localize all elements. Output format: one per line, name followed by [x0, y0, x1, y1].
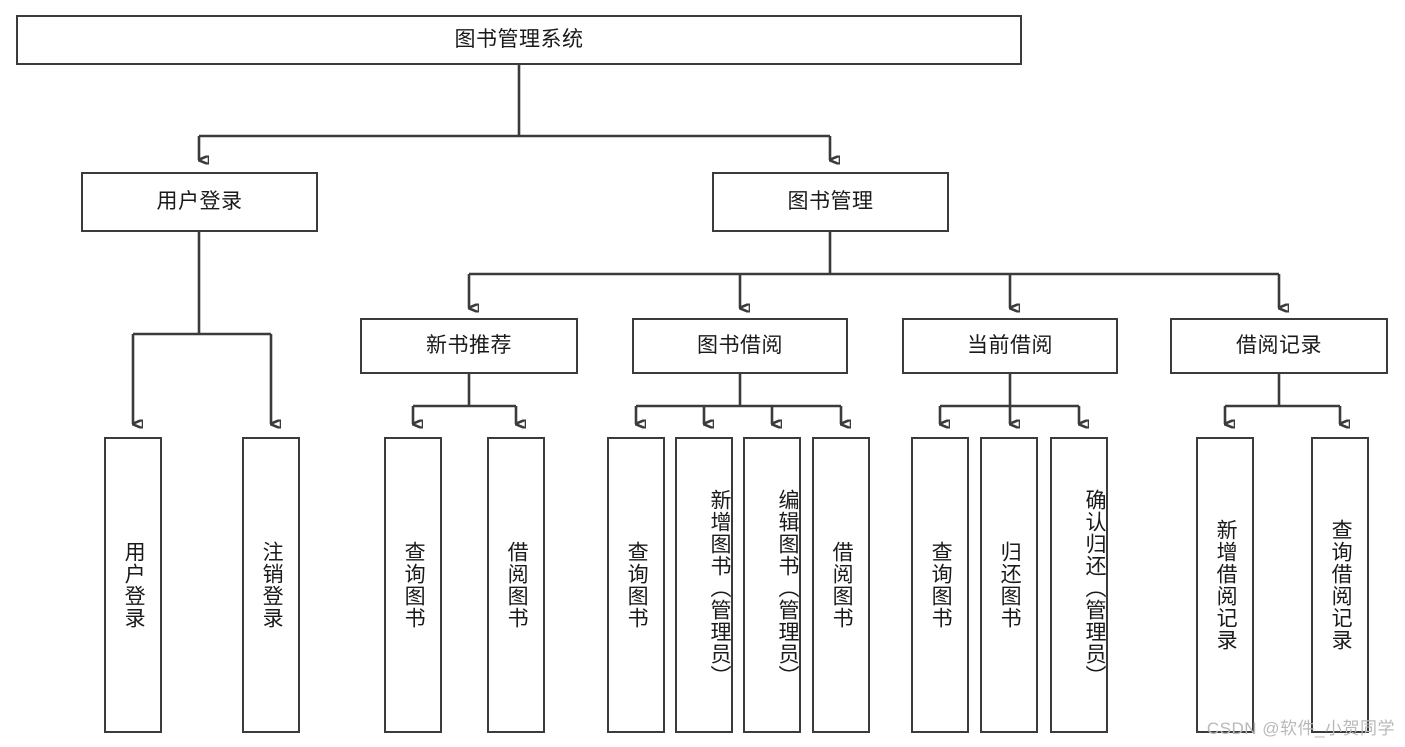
- node-label: 编辑图书（管理员）: [776, 489, 799, 687]
- node-new-book-recommend[interactable]: 新书推荐: [360, 318, 578, 374]
- leaf-user-login-login[interactable]: 用户登录: [104, 437, 162, 733]
- node-label: 确认归还（管理员）: [1083, 489, 1106, 687]
- node-label: 用户登录: [156, 190, 243, 214]
- node-label: 查询图书: [625, 541, 649, 629]
- node-label: 新书推荐: [426, 334, 512, 358]
- node-label: 查询借阅记录: [1329, 519, 1353, 651]
- leaf-user-login-logout[interactable]: 注销登录: [242, 437, 300, 733]
- node-label: 借阅记录: [1236, 334, 1322, 358]
- leaf-book-borrow-borrow[interactable]: 借阅图书: [812, 437, 870, 733]
- node-user-login[interactable]: 用户登录: [81, 172, 318, 232]
- watermark: CSDN @软件_小贺同学: [1206, 719, 1395, 738]
- node-root[interactable]: 图书管理系统: [16, 15, 1022, 65]
- leaf-current-borrow-confirm-return[interactable]: 确认归还（管理员）: [1050, 437, 1108, 733]
- leaf-current-borrow-query[interactable]: 查询图书: [911, 437, 969, 733]
- node-book-borrow[interactable]: 图书借阅: [632, 318, 848, 374]
- node-book-manage[interactable]: 图书管理: [712, 172, 949, 232]
- node-borrow-record[interactable]: 借阅记录: [1170, 318, 1388, 374]
- leaf-book-borrow-query[interactable]: 查询图书: [607, 437, 665, 733]
- node-label: 用户登录: [122, 541, 146, 629]
- node-label: 归还图书: [998, 541, 1022, 629]
- node-label: 图书管理系统: [454, 28, 584, 52]
- node-current-borrow[interactable]: 当前借阅: [902, 318, 1118, 374]
- leaf-borrow-record-query[interactable]: 查询借阅记录: [1311, 437, 1369, 733]
- node-label: 新增借阅记录: [1214, 519, 1238, 651]
- leaf-new-book-borrow[interactable]: 借阅图书: [487, 437, 545, 733]
- node-label: 查询图书: [402, 541, 426, 629]
- leaf-borrow-record-add[interactable]: 新增借阅记录: [1196, 437, 1254, 733]
- node-label: 当前借阅: [967, 334, 1053, 358]
- node-label: 借阅图书: [830, 541, 854, 629]
- node-label: 图书管理: [787, 190, 874, 214]
- node-label: 注销登录: [260, 541, 284, 629]
- leaf-book-borrow-add[interactable]: 新增图书（管理员）: [675, 437, 733, 733]
- node-label: 借阅图书: [505, 541, 529, 629]
- leaf-book-borrow-edit[interactable]: 编辑图书（管理员）: [743, 437, 801, 733]
- node-label: 查询图书: [929, 541, 953, 629]
- leaf-current-borrow-return[interactable]: 归还图书: [980, 437, 1038, 733]
- node-label: 新增图书（管理员）: [708, 489, 731, 687]
- node-label: 图书借阅: [697, 334, 783, 358]
- leaf-new-book-query[interactable]: 查询图书: [384, 437, 442, 733]
